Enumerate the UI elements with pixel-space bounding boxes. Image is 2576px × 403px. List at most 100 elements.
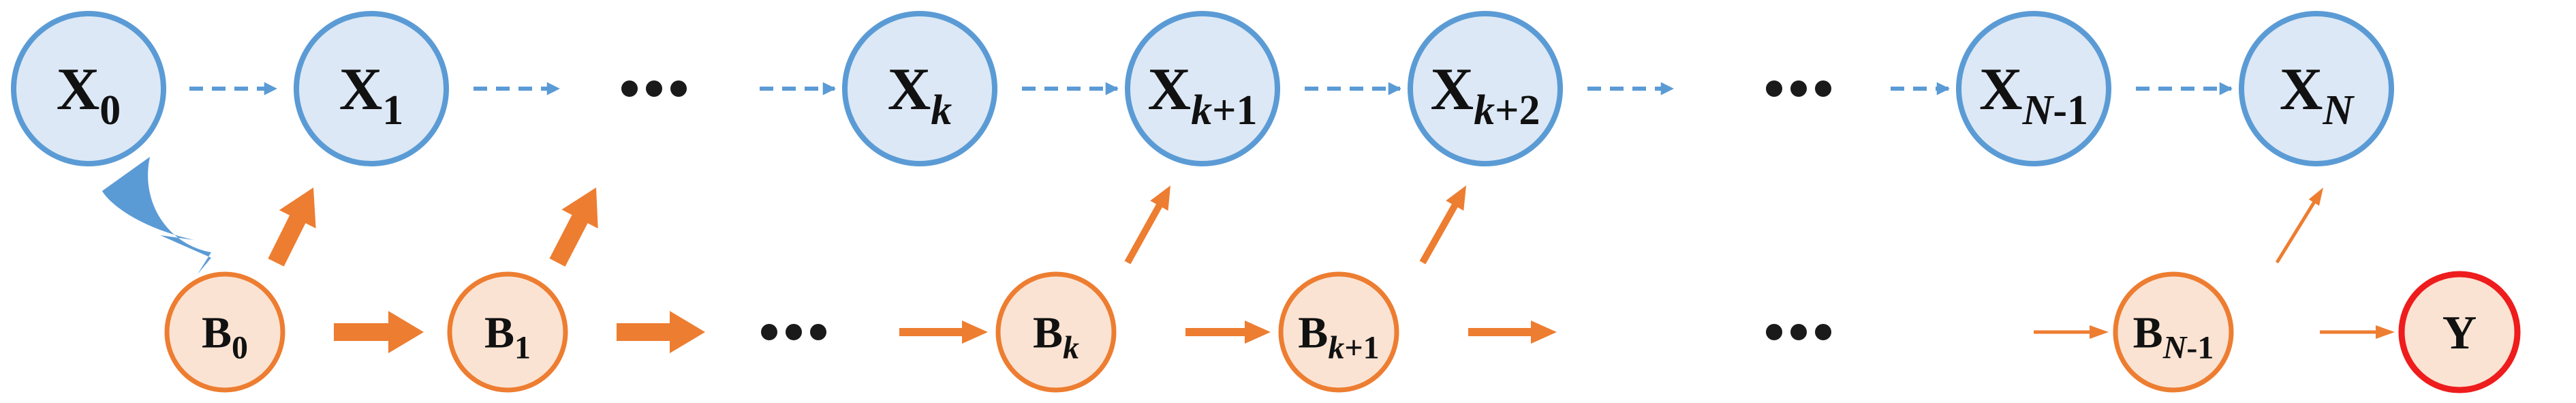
- node-subscript: k: [1474, 87, 1495, 134]
- ellipsis-dot: [1790, 324, 1807, 340]
- state-node: X0: [11, 11, 166, 166]
- belief-circle: [2113, 271, 2234, 393]
- ellipsis-dot: [1766, 80, 1782, 97]
- node-base-letter: B: [1298, 308, 1328, 357]
- state-ellipsis: [621, 80, 687, 97]
- node-base-letter: X: [1979, 57, 2023, 123]
- node-base-letter: B: [1033, 308, 1063, 357]
- belief-node: Bk: [995, 271, 1117, 393]
- node-subscript: N: [2322, 87, 2355, 134]
- node-subscript: 1: [382, 87, 403, 134]
- node-base-letter: B: [484, 308, 514, 357]
- output-circle: [2398, 271, 2521, 393]
- ellipsis-layer: [621, 80, 1831, 340]
- node-label: XN-1: [1979, 57, 2088, 134]
- belief-node: Bk+1: [1278, 271, 1399, 393]
- belief-ellipsis: [761, 324, 826, 340]
- node-subscript: +1: [1212, 87, 1257, 134]
- state-circle: [1956, 11, 2111, 166]
- node-label: X1: [339, 57, 404, 134]
- node-label: Xk: [888, 57, 952, 134]
- node-base-letter: X: [2280, 57, 2323, 123]
- belief-circle: [164, 271, 285, 393]
- node-label: Xk+2: [1431, 57, 1540, 134]
- node-label: X0: [57, 57, 121, 134]
- node-subscript: +2: [1495, 87, 1540, 134]
- ellipsis-dot: [810, 324, 826, 340]
- ellipsis-dot: [670, 80, 687, 97]
- belief-to-state-arrow: [268, 188, 316, 267]
- belief-circle: [995, 271, 1117, 393]
- ellipsis-dot: [621, 80, 638, 97]
- node-subscript: k: [1191, 87, 1212, 134]
- node-base-letter: X: [1431, 57, 1474, 123]
- node-subscript: +1: [1344, 329, 1379, 365]
- belief-transition-arrow: [1468, 320, 1557, 344]
- belief-node: B0: [164, 271, 285, 393]
- node-label: B1: [484, 308, 531, 365]
- belief-ellipsis: [1766, 324, 1831, 340]
- node-subscript: 0: [232, 329, 248, 365]
- ellipsis-dot: [646, 80, 662, 97]
- belief-transition-arrow: [334, 311, 424, 353]
- state-ellipsis: [1766, 80, 1831, 97]
- ellipsis-dot: [786, 324, 802, 340]
- node-label: Bk: [1033, 308, 1079, 365]
- node-label: B0: [202, 308, 248, 365]
- belief-node: B1: [447, 271, 568, 393]
- ellipsis-dot: [1766, 324, 1782, 340]
- ellipsis-dot: [761, 324, 777, 340]
- state-node: XN-1: [1956, 11, 2111, 166]
- state-node: Xk+1: [1125, 11, 1280, 166]
- ellipsis-dot: [1790, 80, 1807, 97]
- arrows-layer: [102, 82, 2395, 353]
- state-node: Xk+2: [1408, 11, 1563, 166]
- state-node: X1: [294, 11, 449, 166]
- state-circle: [1408, 11, 1563, 166]
- node-base-letter: B: [2133, 308, 2163, 357]
- node-subscript: N: [2162, 329, 2188, 365]
- node-subscript: k: [1328, 329, 1344, 365]
- node-subscript: k: [1063, 329, 1079, 365]
- state-circle: [11, 11, 166, 166]
- belief-to-state-arrow: [549, 188, 598, 267]
- belief-to-state-arrow: [1419, 185, 1466, 265]
- state-circle: [294, 11, 449, 166]
- belief-transition-arrow: [617, 311, 705, 353]
- belief-circle: [1278, 271, 1399, 393]
- state-node: Xk: [842, 11, 997, 166]
- belief-transition-arrow: [899, 320, 988, 344]
- state-circle: [842, 11, 997, 166]
- node-label: BN-1: [2133, 308, 2214, 365]
- node-subscript: k: [931, 87, 952, 134]
- state-to-belief-curved-arrow: [102, 157, 211, 274]
- node-base-letter: X: [888, 57, 931, 123]
- node-base-letter: X: [339, 57, 383, 123]
- belief-to-output-arrow: [2320, 325, 2395, 339]
- belief-to-state-arrow: [2275, 188, 2323, 264]
- node-label: Xk+1: [1148, 57, 1258, 134]
- belief-transition-arrow: [2034, 325, 2109, 339]
- belief-transition-arrow: [1185, 320, 1271, 344]
- node-subscript: 0: [99, 87, 121, 134]
- output-node: Y: [2398, 271, 2521, 393]
- state-circle: [2239, 11, 2394, 166]
- ellipsis-dot: [1815, 324, 1831, 340]
- node-base-letter: B: [202, 308, 232, 357]
- output-label: Y: [2442, 307, 2477, 359]
- node-label: XN: [2280, 57, 2355, 134]
- node-base-letter: X: [57, 57, 100, 123]
- ellipsis-dot: [1815, 80, 1831, 97]
- node-subscript: -1: [2053, 87, 2088, 134]
- node-label: Bk+1: [1298, 308, 1379, 365]
- node-subscript: N: [2022, 87, 2055, 134]
- node-subscript: 1: [514, 329, 531, 365]
- node-subscript: -1: [2186, 329, 2214, 365]
- state-circle: [1125, 11, 1280, 166]
- belief-to-state-arrow: [1124, 185, 1170, 265]
- belief-circle: [447, 271, 568, 393]
- state-node: XN: [2239, 11, 2394, 166]
- node-base-letter: X: [1148, 57, 1192, 123]
